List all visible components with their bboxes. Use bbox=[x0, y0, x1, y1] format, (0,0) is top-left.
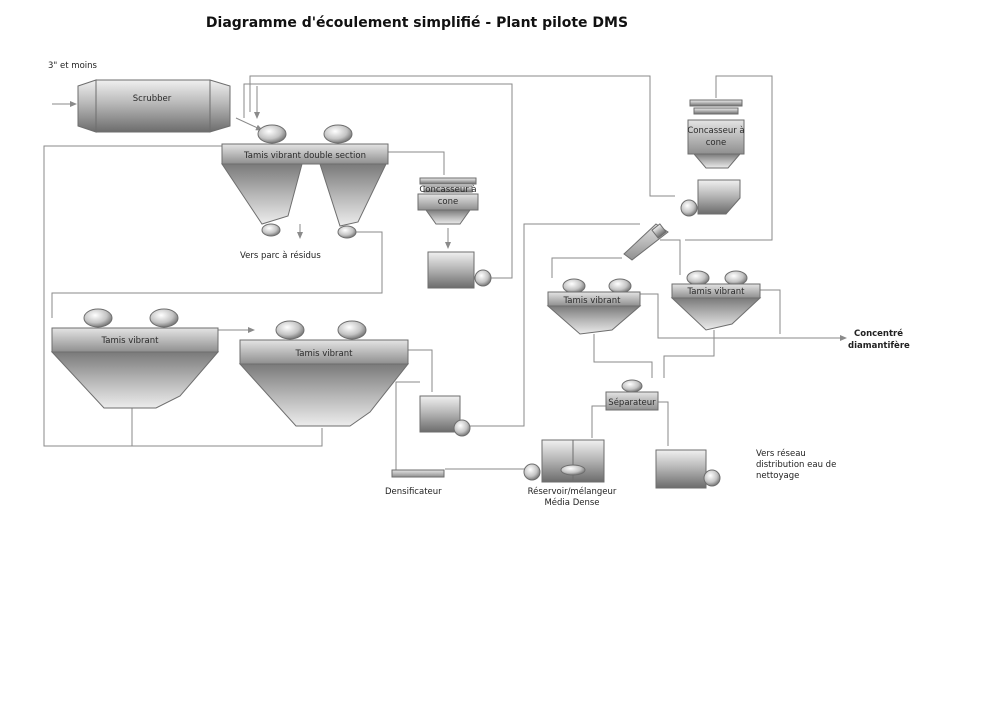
cyclone-left bbox=[551, 257, 622, 278]
screen-right-b[interactable]: Tamis vibrant bbox=[670, 270, 762, 331]
double-to-crusher bbox=[388, 151, 445, 175]
screen-right-a-label: Tamis vibrant bbox=[563, 296, 622, 306]
densifier-label: Densificateur bbox=[385, 487, 442, 497]
mid-to-pump bbox=[408, 349, 433, 392]
feed-label: 3" et moins bbox=[48, 61, 98, 71]
densifier[interactable] bbox=[391, 469, 445, 478]
screen-right-overflow bbox=[760, 289, 781, 334]
recycle-line-top bbox=[249, 75, 675, 197]
diagram-title: Diagramme d'écoulement simplifié - Plant… bbox=[206, 15, 628, 31]
scrubber[interactable]: Scrubber bbox=[77, 79, 231, 133]
cyclone-right bbox=[660, 239, 681, 275]
scrubber-to-screen bbox=[235, 117, 263, 131]
densifier-line bbox=[395, 381, 420, 470]
recycle-line-2 bbox=[243, 83, 513, 279]
screen-right-a[interactable]: Tamis vibrant bbox=[546, 278, 642, 335]
cone-crusher-2-label-2: cone bbox=[706, 138, 727, 148]
pump-crusher-1[interactable] bbox=[427, 251, 492, 289]
scrubber-label: Scrubber bbox=[133, 94, 172, 104]
flow-lines bbox=[43, 75, 847, 470]
pump-lower[interactable] bbox=[419, 395, 471, 437]
dense-media-label-2: Média Dense bbox=[544, 497, 599, 508]
cone-crusher-1[interactable]: Concasseur à cone bbox=[417, 177, 479, 225]
cone-crusher-1-label-1: Concasseur à bbox=[419, 185, 476, 195]
cone-crusher-1-label-2: cone bbox=[438, 197, 459, 207]
water-label-3: nettoyage bbox=[756, 471, 799, 481]
separator[interactable]: Séparateur bbox=[605, 379, 659, 411]
dense-media-mixer[interactable] bbox=[523, 439, 605, 483]
screen-to-concentrate bbox=[640, 293, 847, 341]
double-to-lower bbox=[51, 231, 383, 318]
tailings-label: Vers parc à résidus bbox=[240, 250, 321, 261]
screen-left[interactable]: Tamis vibrant bbox=[50, 308, 220, 409]
screen-b-to-sep bbox=[663, 330, 715, 378]
concentrate-label-1: Concentré bbox=[854, 328, 903, 339]
cone-crusher-2[interactable]: Concasseur à cone bbox=[687, 99, 745, 169]
separator-label: Séparateur bbox=[608, 397, 656, 408]
concentrate-label-2: diamantifère bbox=[848, 340, 910, 351]
screens-to-sep bbox=[593, 334, 653, 378]
crusher2-loop bbox=[685, 75, 773, 241]
sep-right bbox=[655, 401, 669, 446]
cyclone[interactable] bbox=[623, 223, 669, 261]
water-pump[interactable] bbox=[655, 449, 721, 489]
cone-crusher-2-label-1: Concasseur à bbox=[687, 126, 744, 136]
screen-mid[interactable]: Tamis vibrant bbox=[238, 320, 410, 427]
pump-crusher-2[interactable] bbox=[680, 179, 741, 217]
screen-right-b-label: Tamis vibrant bbox=[687, 287, 746, 297]
water-label-1: Vers réseau bbox=[756, 448, 806, 459]
screen-left-label: Tamis vibrant bbox=[101, 336, 160, 346]
screen-mid-label: Tamis vibrant bbox=[295, 349, 354, 359]
pump-to-right bbox=[465, 223, 640, 427]
sep-to-media bbox=[591, 405, 622, 438]
double-screen-label: Tamis vibrant double section bbox=[243, 151, 366, 161]
dense-media-label-1: Réservoir/mélangeur bbox=[528, 486, 617, 497]
left-loop bbox=[43, 145, 323, 447]
water-label-2: distribution eau de bbox=[756, 460, 836, 470]
double-section-screen[interactable]: Tamis vibrant double section bbox=[221, 124, 389, 239]
